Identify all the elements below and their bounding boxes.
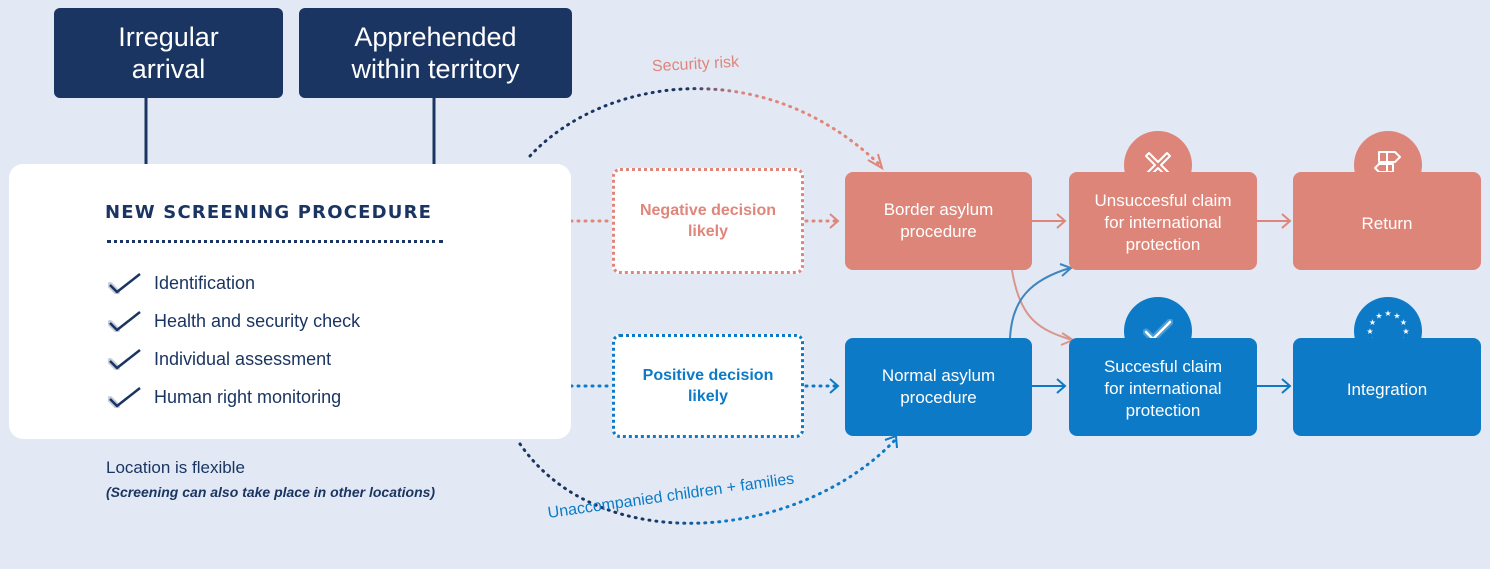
border-procedure-label: Border asylum procedure [883, 200, 994, 241]
irregular-arrival-label: Irregular arrival [118, 22, 219, 84]
check-icon [108, 349, 141, 370]
return-label: Return [1361, 214, 1413, 233]
svg-text:★: ★ [1366, 327, 1373, 336]
location-title: Location is flexible [106, 458, 245, 477]
check-label: Individual assessment [154, 348, 332, 369]
integration-label: Integration [1346, 380, 1428, 399]
irregular-arrival-box: Irregular arrival [54, 8, 283, 98]
negative-decision-label: Negative decision likely [639, 202, 777, 240]
integration-box: Integration [1293, 338, 1481, 436]
check-label: Identification [154, 272, 256, 293]
children-curve [518, 438, 897, 525]
return-box: Return [1293, 172, 1481, 270]
svg-text:★: ★ [1400, 318, 1407, 327]
screening-divider [107, 240, 443, 243]
normal-procedure-box: Normal asylum procedure [845, 338, 1032, 436]
screening-card: NEW SCREENING PROCEDURE Identification H… [9, 164, 571, 439]
unsuccessful-claim-box: Unsuccesful claim for international prot… [1069, 172, 1257, 270]
border-procedure-box: Border asylum procedure [845, 172, 1032, 270]
screening-checklist: Identification Health and security check… [108, 264, 360, 416]
normal-procedure-label: Normal asylum procedure [881, 366, 996, 407]
svg-text:★: ★ [1393, 312, 1400, 321]
svg-text:★: ★ [1402, 327, 1409, 336]
svg-text:★: ★ [1375, 312, 1382, 321]
check-item: Identification [108, 264, 360, 302]
check-icon [108, 311, 141, 332]
check-icon [108, 387, 141, 408]
positive-decision-box: Positive decision likely [612, 334, 804, 438]
successful-claim-box: Succesful claim for international protec… [1069, 338, 1257, 436]
positive-decision-label: Positive decision likely [642, 367, 774, 405]
check-item: Individual assessment [108, 340, 360, 378]
cross-border-to-success [1011, 269, 1073, 341]
svg-text:★: ★ [1369, 318, 1376, 327]
screening-title: NEW SCREENING PROCEDURE [105, 202, 433, 223]
check-label: Human right monitoring [154, 386, 342, 407]
successful-claim-label: Succesful claim for international protec… [1103, 357, 1223, 420]
check-label: Health and security check [154, 310, 361, 331]
security-risk-curve [528, 87, 882, 167]
location-subtitle: (Screening can also take place in other … [106, 484, 436, 500]
check-item: Health and security check [108, 302, 360, 340]
apprehended-box: Apprehended within territory [299, 8, 572, 98]
negative-decision-box: Negative decision likely [612, 168, 804, 274]
check-icon [108, 273, 141, 294]
cross-normal-to-unsuccess [1009, 267, 1071, 339]
check-item: Human right monitoring [108, 378, 360, 416]
apprehended-label: Apprehended within territory [351, 22, 520, 84]
svg-text:★: ★ [1384, 309, 1391, 318]
unsuccessful-claim-label: Unsuccesful claim for international prot… [1094, 191, 1232, 254]
